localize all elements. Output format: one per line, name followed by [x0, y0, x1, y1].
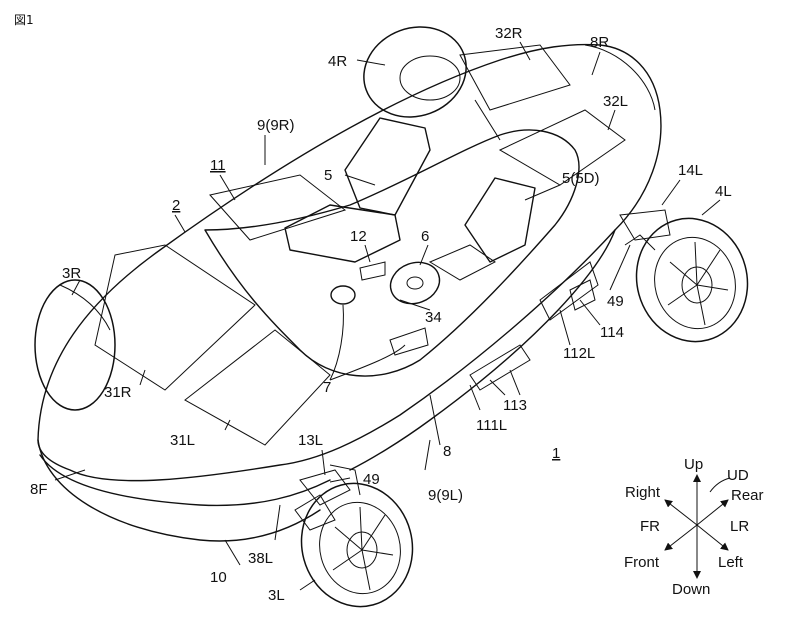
legend-up: Up: [684, 456, 703, 473]
suspension: [294, 209, 671, 531]
label-112L: 112L: [563, 345, 595, 362]
legend-fr: FR: [640, 518, 660, 535]
label-114: 114: [600, 324, 624, 341]
label-31L: 31L: [170, 432, 195, 449]
legend-ud: UD: [727, 467, 749, 484]
legend-left: Left: [718, 554, 744, 571]
label-9-9R: 9(9R): [257, 117, 295, 134]
rear-left-wheel: [635, 217, 749, 343]
label-3L: 3L: [268, 587, 285, 604]
label-113: 113: [503, 397, 527, 414]
label-8: 8: [443, 443, 451, 460]
label-5: 5: [324, 167, 332, 184]
label-10: 10: [210, 569, 227, 586]
label-8R: 8R: [590, 34, 609, 51]
label-9-9L: 9(9L): [428, 487, 463, 504]
callout-labels: 4R 32R 8R 9(9R) 32L 11 5 5(5D) 14L 4L 2 …: [30, 25, 732, 604]
legend-lr: LR: [730, 518, 749, 535]
vehicle-body: [37, 43, 662, 542]
label-3R: 3R: [62, 265, 81, 282]
label-4L: 4L: [715, 183, 732, 200]
label-1: 1: [552, 445, 560, 462]
label-4R: 4R: [328, 53, 347, 70]
steering: [330, 261, 441, 356]
label-14L: 14L: [678, 162, 703, 179]
legend-right: Right: [625, 484, 661, 501]
label-38L: 38L: [248, 550, 273, 567]
direction-legend: Up UD Right Rear FR LR Front Left Down: [624, 456, 764, 598]
label-31R: 31R: [104, 384, 132, 401]
label-34: 34: [425, 309, 442, 326]
label-111L: 111L: [476, 417, 507, 434]
front-right-wheel: [34, 279, 116, 411]
label-8F: 8F: [30, 481, 48, 498]
legend-front: Front: [624, 554, 660, 571]
label-11: 11: [210, 157, 226, 174]
label-12: 12: [350, 228, 367, 245]
label-13L: 13L: [298, 432, 323, 449]
label-6: 6: [421, 228, 429, 245]
label-49-front: 49: [363, 471, 380, 488]
label-2: 2: [172, 197, 180, 214]
label-7: 7: [323, 379, 331, 396]
figure-label: 図1: [14, 13, 34, 27]
legend-down: Down: [672, 581, 710, 598]
rear-right-wheel: [363, 26, 467, 118]
label-5-5D: 5(5D): [562, 170, 600, 187]
label-32L: 32L: [603, 93, 628, 110]
seats: [284, 117, 536, 281]
label-49-right: 49: [607, 293, 624, 310]
leader-lines: [54, 41, 721, 591]
label-32R: 32R: [495, 25, 523, 42]
legend-rear: Rear: [731, 487, 764, 504]
front-left-wheel: [300, 482, 414, 608]
